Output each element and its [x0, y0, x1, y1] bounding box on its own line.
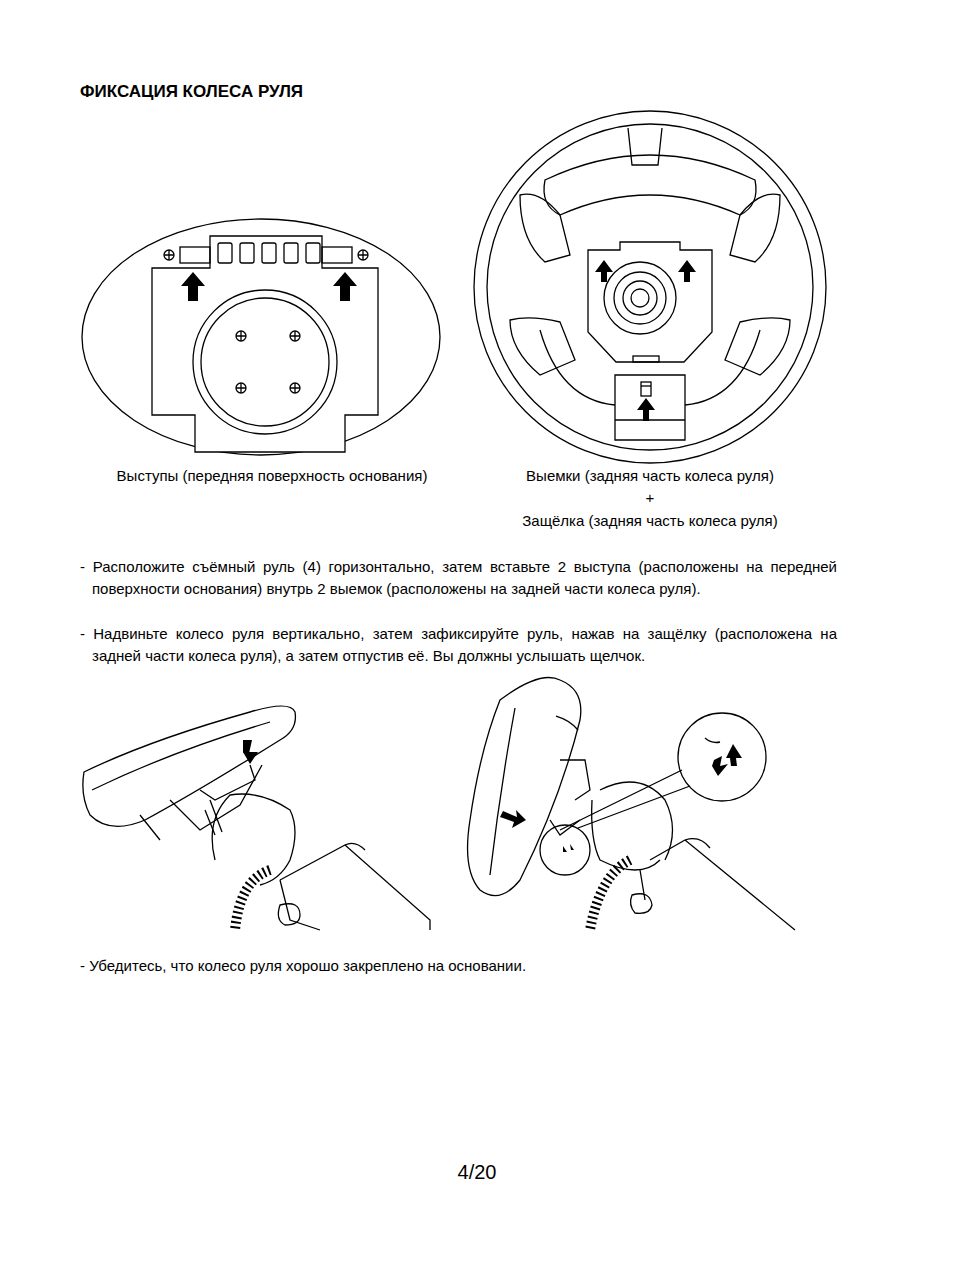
- caption-plus: +: [480, 487, 820, 509]
- page-number: 4/20: [377, 1158, 577, 1187]
- figure-caption: Выступы (передняя поверхность основания): [82, 465, 462, 487]
- figure-caption: Выемки (задняя часть колеса руля): [480, 465, 820, 487]
- instruction-text: - Надвиньте колесо руля вертикально, зат…: [80, 623, 837, 667]
- instruction-text: - Расположите съёмный руль (4) горизонта…: [80, 556, 837, 600]
- figure-caption: Защёлка (задняя часть колеса руля): [480, 510, 820, 532]
- instruction-text: - Убедитесь, что колесо руля хорошо закр…: [80, 955, 837, 977]
- page-title: ФИКСАЦИЯ КОЛЕСА РУЛЯ: [80, 80, 580, 105]
